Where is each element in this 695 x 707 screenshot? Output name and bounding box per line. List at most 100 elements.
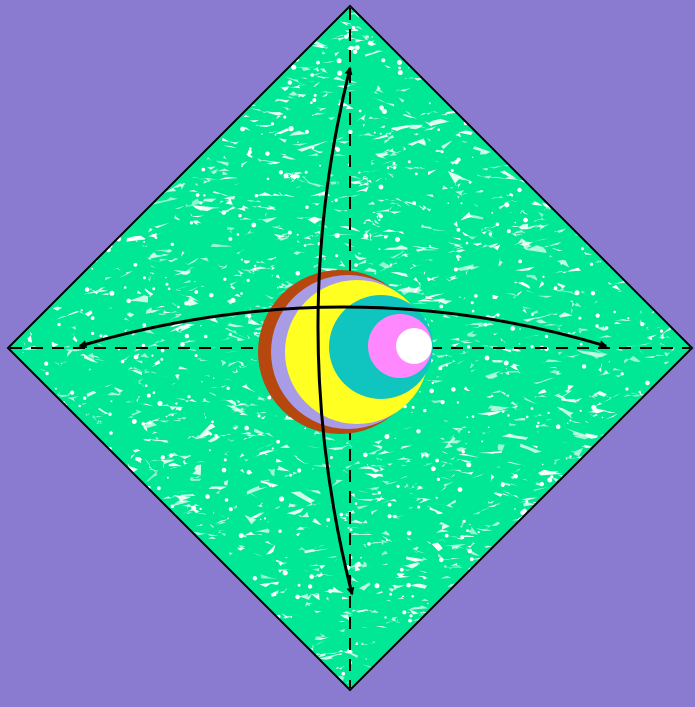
texture-dot — [439, 558, 444, 563]
texture-dot — [384, 434, 389, 439]
texture-dot — [304, 244, 307, 247]
texture-dot — [408, 287, 410, 289]
texture-dot — [203, 398, 205, 400]
texture-dot — [439, 305, 443, 309]
texture-dot — [187, 395, 190, 398]
texture-dot — [384, 616, 386, 618]
texture-dot — [378, 219, 380, 221]
texture-dot — [531, 313, 534, 316]
texture-dot — [276, 440, 280, 444]
texture-dot — [312, 468, 313, 469]
texture-dot — [157, 401, 162, 406]
texture-dot — [581, 247, 584, 250]
texture-dot — [166, 283, 169, 286]
texture-dot — [283, 570, 288, 575]
texture-dot — [44, 362, 48, 366]
texture-dot — [229, 237, 233, 241]
texture-dot — [591, 291, 595, 295]
texture-dot — [501, 483, 505, 487]
texture-dot — [371, 36, 372, 37]
texture-dot — [143, 276, 146, 279]
texture-dot — [438, 366, 442, 370]
texture-dot — [448, 202, 450, 204]
texture-dot — [165, 277, 166, 278]
texture-dot — [540, 482, 544, 486]
texture-dot — [265, 152, 269, 156]
texture-dot — [240, 292, 243, 295]
texture-dot — [507, 414, 509, 416]
texture-dot — [472, 415, 475, 418]
texture-dot — [600, 261, 601, 262]
texture-dot — [446, 365, 448, 367]
texture-dot — [138, 396, 139, 397]
texture-dot — [261, 133, 263, 135]
texture-dot — [408, 619, 412, 623]
texture-dot — [506, 368, 507, 369]
texture-dot — [404, 254, 407, 257]
texture-dot — [462, 450, 465, 453]
texture-dot — [222, 210, 227, 215]
texture-dot — [297, 142, 298, 143]
texture-dot — [466, 242, 469, 245]
texture-dot — [374, 132, 376, 134]
texture-dot — [640, 322, 644, 326]
texture-dot — [354, 263, 358, 267]
texture-dot — [57, 323, 60, 326]
texture-dot — [502, 410, 505, 413]
texture-dot — [296, 175, 300, 179]
texture-dot — [134, 263, 138, 267]
texture-dot — [348, 527, 350, 529]
texture-dot — [136, 241, 137, 242]
texture-dot — [625, 387, 628, 390]
texture-dot — [429, 123, 431, 125]
texture-dot — [340, 513, 344, 517]
texture-dot — [578, 317, 581, 320]
texture-dot — [459, 297, 460, 298]
texture-dot — [378, 491, 381, 494]
texture-dot — [241, 166, 243, 168]
texture-dot — [335, 254, 338, 257]
texture-dot — [55, 388, 57, 390]
texture-dot — [124, 286, 127, 289]
texture-dot — [395, 237, 400, 242]
texture-dot — [237, 233, 240, 236]
texture-dot — [337, 71, 342, 76]
texture-dot — [142, 422, 146, 426]
texture-dot — [429, 102, 431, 104]
texture-dot — [267, 178, 270, 181]
texture-dot — [596, 314, 600, 318]
texture-dot — [461, 202, 463, 204]
texture-dot — [309, 605, 310, 606]
texture-dot — [288, 80, 292, 84]
texture-dot — [485, 356, 490, 361]
texture-dot — [582, 364, 586, 368]
texture-dot — [91, 332, 94, 335]
texture-dot — [238, 214, 241, 217]
texture-dot — [247, 279, 250, 282]
texture-dot — [375, 583, 380, 588]
texture-dot — [419, 391, 421, 393]
texture-dot — [602, 417, 604, 419]
texture-dot — [411, 412, 412, 413]
texture-dot — [227, 387, 230, 390]
texture-dot — [398, 70, 403, 75]
texture-dot — [432, 382, 434, 384]
texture-dot — [110, 400, 112, 402]
texture-dot — [194, 290, 198, 294]
texture-dot — [91, 316, 95, 320]
texture-dot — [240, 219, 241, 220]
texture-dot — [275, 134, 277, 136]
texture-dot — [161, 349, 165, 353]
texture-dot — [190, 221, 193, 224]
texture-dot — [191, 506, 196, 511]
texture-dot — [504, 361, 509, 366]
texture-dot — [289, 474, 292, 477]
texture-dot — [337, 58, 342, 63]
texture-dot — [364, 234, 369, 239]
texture-dot — [467, 549, 472, 554]
texture-dot — [185, 334, 189, 338]
texture-dot — [661, 337, 663, 339]
texture-dot — [327, 526, 328, 527]
texture-dot — [569, 455, 571, 457]
texture-dot — [397, 485, 400, 488]
